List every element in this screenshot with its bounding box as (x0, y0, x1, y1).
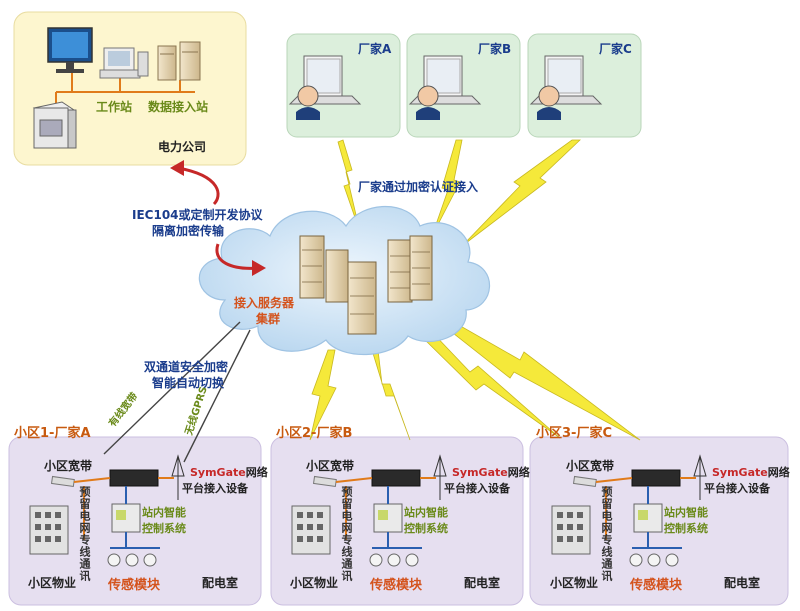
vendor-c-user-icon (537, 85, 561, 120)
district-3-sensor: 传感模块 (630, 578, 683, 593)
district-2-devices (291, 454, 447, 567)
district-3-symgate: SymGate网络 (712, 464, 790, 480)
district-2-reserved-line: 预留电网专线通讯 (340, 486, 353, 582)
district-2-control-line1: 站内智能 (404, 506, 448, 519)
protocol-label-line2: 隔离加密传输 (152, 224, 225, 238)
district-2-broadband: 小区宽带 (306, 459, 355, 473)
vendor-c-label: 厂家C (599, 42, 632, 56)
district-2-symgate-brand: SymGate (452, 466, 508, 479)
district-1-reserved-line: 预留电网专线通讯 (78, 486, 91, 582)
district-3-title: 小区3-厂家C (536, 426, 612, 441)
district-3-control-line2: 控制系统 (664, 522, 708, 535)
workstation-icon (99, 47, 149, 79)
power-company-label: 电力公司 (158, 140, 207, 154)
dual-channel-line1: 双通道安全加密 (144, 360, 229, 374)
district-1-broadband: 小区宽带 (44, 459, 93, 473)
data-station-icon (157, 41, 201, 81)
district-3-substation: 配电室 (724, 576, 761, 590)
district-2-property: 小区物业 (290, 576, 339, 590)
district-2-title: 小区2-厂家B (276, 426, 353, 441)
district-1-control-line1: 站内智能 (142, 506, 186, 519)
vendor-a-label: 厂家A (358, 42, 392, 56)
server-cluster-line1: 接入服务器 (234, 296, 295, 310)
vendor-a-laptop-icon (288, 55, 362, 105)
district-2-symgate: SymGate网络 (452, 464, 530, 480)
district-1-symgate-brand: SymGate (190, 466, 246, 479)
district-2-sensor: 传感模块 (370, 578, 423, 593)
protocol-arrowhead-bottom (252, 260, 266, 276)
district-1-title: 小区1-厂家A (14, 426, 91, 441)
district-lightning-links (309, 319, 641, 441)
district-3-symgate-suffix: 网络 (767, 466, 790, 479)
vendor-lightning-links (337, 139, 582, 247)
vendor-b-label: 厂家B (478, 42, 512, 56)
district-3-control-line1: 站内智能 (664, 506, 708, 519)
district-1-control-line2: 控制系统 (142, 522, 186, 535)
vendor-a-user-icon (296, 85, 320, 120)
district-2-symgate-suffix: 网络 (507, 466, 530, 479)
district-1-symgate-suffix: 网络 (245, 466, 268, 479)
dual-channel-line2: 智能自动切换 (152, 376, 225, 390)
server-rack-icons (299, 235, 433, 335)
protocol-label-line1: IEC104或定制开发协议 (132, 208, 263, 222)
district1-links (103, 321, 251, 463)
district-3-symgate-device: 平台接入设备 (704, 482, 770, 495)
district-1-property: 小区物业 (28, 576, 77, 590)
protocol-arrow (177, 166, 259, 270)
district-1-devices (29, 454, 185, 567)
district-3-property: 小区物业 (550, 576, 599, 590)
workstation-label: 工作站 (96, 100, 133, 114)
district-3-reserved-line: 预留电网专线通讯 (600, 486, 613, 582)
protocol-arrowhead-top (170, 160, 184, 176)
vendor-access-label: 厂家通过加密认证接入 (358, 180, 479, 194)
district-1-symgate-device: 平台接入设备 (182, 482, 248, 495)
district-2-substation: 配电室 (464, 576, 501, 590)
district-1-sensor: 传感模块 (108, 578, 161, 593)
district-2-control-line2: 控制系统 (404, 522, 448, 535)
district-3-devices (551, 454, 707, 567)
district-1-substation: 配电室 (202, 576, 239, 590)
district-3-symgate-brand: SymGate (712, 466, 768, 479)
power-building-icon (32, 101, 77, 149)
data-station-label: 数据接入站 (148, 100, 209, 114)
district-2-symgate-device: 平台接入设备 (444, 482, 510, 495)
vendor-b-user-icon (416, 85, 440, 120)
district-1-symgate: SymGate网络 (190, 464, 268, 480)
server-cluster-line2: 集群 (256, 312, 281, 326)
district-3-broadband: 小区宽带 (566, 459, 615, 473)
monitor-icon (47, 27, 93, 73)
